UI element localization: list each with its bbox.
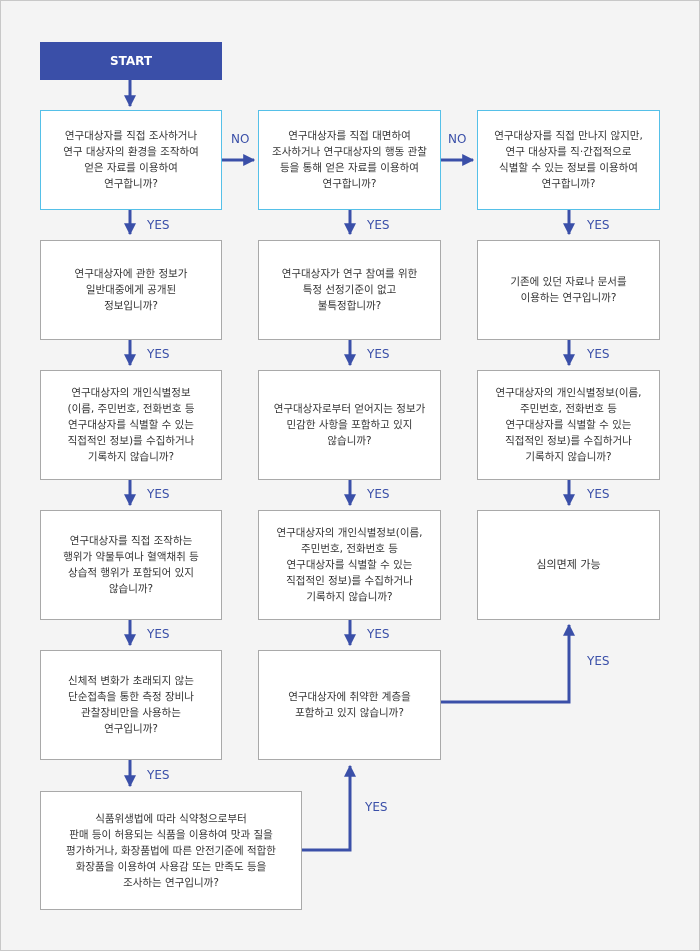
yes-label: YES xyxy=(147,347,170,361)
arrow-vulnerable-to-exempt xyxy=(441,623,575,704)
yes-label: YES xyxy=(147,768,170,782)
question-public-info: 연구대상자에 관한 정보가 일반대중에게 공개된 정보입니까? xyxy=(40,240,222,340)
question-face-to-face: 연구대상자를 직접 대면하여 조사하거나 연구대상자의 행동 관찰 등을 통해 … xyxy=(258,110,441,210)
question-no-vulnerable: 연구대상자에 취약한 계층을 포함하고 있지 않습니까? xyxy=(258,650,441,760)
question-food-cosmetics: 식품위생법에 따라 식약청으로부터 판매 등이 허용되는 식품을 이용하여 맛과… xyxy=(40,791,302,910)
question-indirect-identifiable: 연구대상자를 직접 만나지 않지만, 연구 대상자를 직·간접적으로 식별할 수… xyxy=(477,110,660,210)
yes-label: YES xyxy=(147,487,170,501)
yes-label: YES xyxy=(367,487,390,501)
yes-label: YES xyxy=(587,347,610,361)
yes-label: YES xyxy=(367,347,390,361)
yes-label: YES xyxy=(147,627,170,641)
question-no-identifiers-c3: 연구대상자의 개인식별정보(이름, 주민번호, 전화번호 등 연구대상자를 식별… xyxy=(477,370,660,480)
no-label-2: NO xyxy=(448,132,467,146)
question-simple-contact-equipment: 신체적 변화가 초래되지 않는 단순접촉을 통한 측정 장비나 관찰장비만을 사… xyxy=(40,650,222,760)
no-label-1: NO xyxy=(231,132,250,146)
question-no-sensitive-info: 연구대상자로부터 얻어지는 정보가 민감한 사항을 포함하고 있지 않습니까? xyxy=(258,370,441,480)
question-no-identifiers-c1: 연구대상자의 개인식별정보 (이름, 주민번호, 전화번호 등 연구대상자를 식… xyxy=(40,370,222,480)
question-no-invasive-procedure: 연구대상자를 직접 조작하는 행위가 약물투여나 혈액채취 등 상습적 행위가 … xyxy=(40,510,222,620)
yes-label: YES xyxy=(367,218,390,232)
question-no-identifiers-c2: 연구대상자의 개인식별정보(이름, 주민번호, 전화번호 등 연구대상자를 식별… xyxy=(258,510,441,620)
question-existing-records: 기존에 있던 자료나 문서를 이용하는 연구입니까? xyxy=(477,240,660,340)
yes-label: YES xyxy=(587,654,610,668)
yes-label: YES xyxy=(587,218,610,232)
question-direct-survey: 연구대상자를 직접 조사하거나 연구 대상자의 환경을 조작하여 얻은 자료를 … xyxy=(40,110,222,210)
yes-label: YES xyxy=(587,487,610,501)
yes-label: YES xyxy=(147,218,170,232)
question-no-selection-criteria: 연구대상자가 연구 참여를 위한 특정 선정기준이 없고 불특정합니까? xyxy=(258,240,441,340)
start-node: START xyxy=(40,42,222,80)
arrow-food-to-vulnerable xyxy=(302,764,356,852)
yes-label: YES xyxy=(365,800,388,814)
result-exempt: 심의면제 가능 xyxy=(477,510,660,620)
yes-label: YES xyxy=(367,627,390,641)
